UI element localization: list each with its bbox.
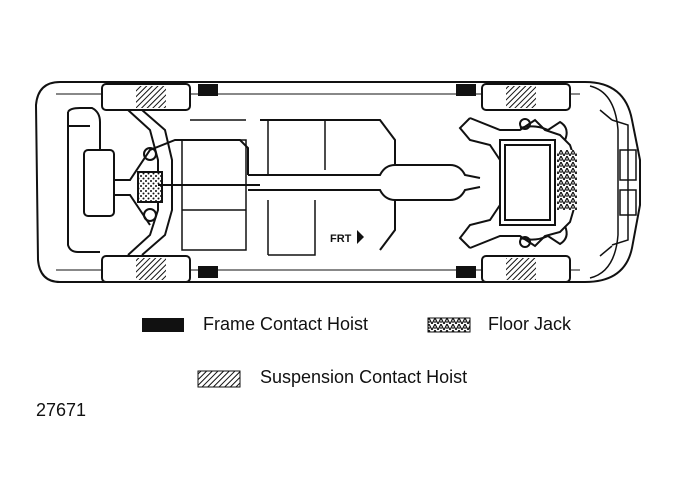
forward-indicator: FRT — [330, 230, 364, 245]
legend-swatch-floor-jack — [427, 317, 471, 333]
legend-label-frame-contact-hoist: Frame Contact Hoist — [203, 314, 369, 334]
frame-contact-point — [456, 266, 476, 278]
legend-label-floor-jack: Floor Jack — [488, 314, 572, 334]
muffler — [83, 149, 115, 217]
figure-id: 27671 — [36, 400, 87, 420]
legend-swatch-frame-contact — [142, 318, 184, 332]
frame-contact-point — [456, 84, 476, 96]
frame-contact-points — [198, 84, 476, 278]
front-cradle — [458, 117, 577, 249]
front-bumper — [599, 109, 637, 257]
forward-arrow-icon — [357, 230, 364, 244]
frame-contact-point — [198, 84, 218, 96]
legend-swatch-suspension-contact — [197, 370, 241, 388]
forward-label: FRT — [330, 233, 352, 245]
wheels — [101, 83, 571, 283]
floor-pan — [181, 119, 326, 256]
rear-axle-assembly — [67, 107, 260, 256]
exhaust-and-driveshaft — [248, 119, 481, 251]
frame-contact-point — [198, 266, 218, 278]
floor-jack-point — [557, 150, 577, 210]
legend-label-suspension-contact-hoist: Suspension Contact Hoist — [260, 367, 468, 387]
